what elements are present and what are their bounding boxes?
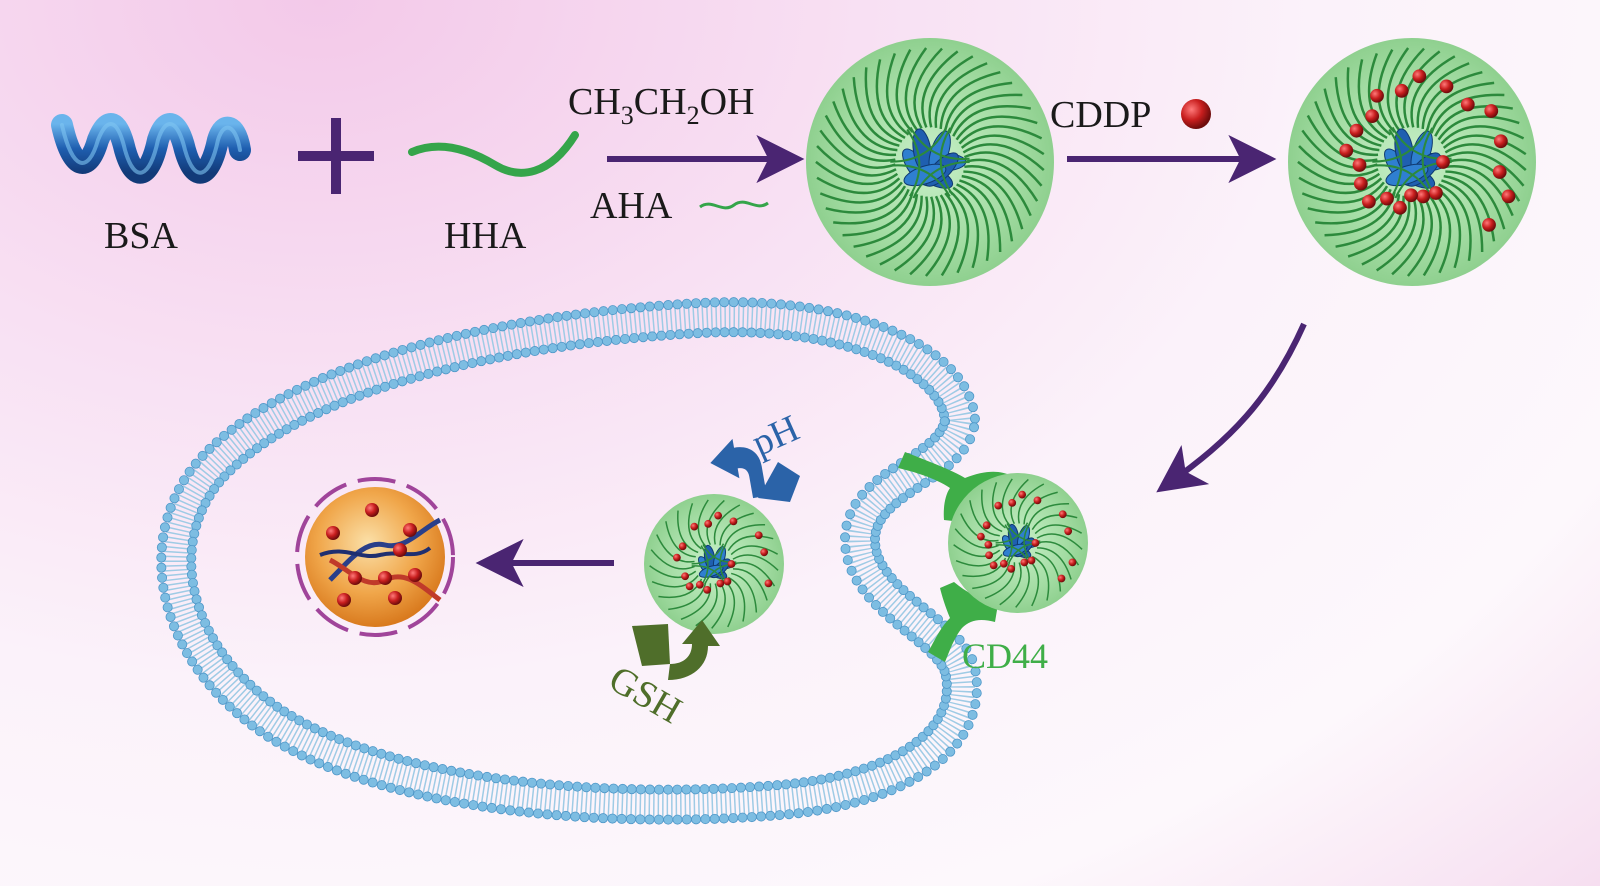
label-solvent: CH3CH2OH: [568, 81, 754, 130]
label-bsa: BSA: [104, 215, 178, 257]
nucleus-dna-icon: [295, 477, 455, 637]
cell-membrane: [156, 297, 982, 825]
aha-strand-icon: [699, 200, 769, 210]
nanoparticle-loaded: [1288, 38, 1536, 286]
nanoparticle-internalized: [644, 494, 784, 634]
arrow-3-curved: [1156, 322, 1307, 493]
label-hha: HHA: [444, 215, 527, 257]
ph-trigger-arrow-icon: [710, 438, 800, 502]
plus-icon: [298, 118, 374, 194]
label-aha: AHA: [590, 185, 673, 227]
nanoparticle-empty: [806, 38, 1054, 286]
label-cddp: CDDP: [1050, 94, 1151, 136]
label-cd44: CD44: [962, 636, 1048, 676]
hha-strand-icon: [408, 131, 579, 177]
cd44-receptor-top-icon: [898, 452, 1012, 522]
nanoparticle-bound: [948, 473, 1088, 613]
cddp-drug-icon: [1181, 99, 1211, 129]
gsh-trigger-arrow-icon: [632, 620, 720, 680]
bsa-protein-icon: [51, 113, 251, 184]
